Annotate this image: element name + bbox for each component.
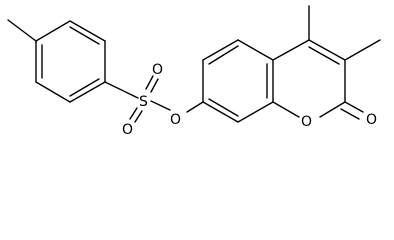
methyl-bond-tolyl — [7, 19, 37, 42]
pyranone-bond-oxygen-c8a — [272, 101, 300, 118]
tolyl-aromatic-bond-b — [69, 78, 100, 97]
sulfur-oxygen-single-bond — [150, 100, 171, 111]
sulfur-atom-label: S — [139, 94, 148, 110]
ring-oxygen-label: O — [301, 114, 312, 130]
coumarin-benzene-bond-2 — [202, 39, 239, 61]
s-o-double-bond-top-1 — [145, 75, 154, 90]
pyranone-bond-c4-c3 — [308, 39, 346, 61]
ester-oxygen-coumarin-bond — [186, 101, 204, 113]
chemical-structure: S O O O O O — [7, 5, 381, 138]
coumarin-aromatic-bond-a — [208, 45, 239, 65]
coumarin-aromatic-bond-c — [208, 98, 239, 117]
carbonyl-double-bond-2 — [340, 108, 360, 120]
carbonyl-oxygen-label: O — [366, 112, 377, 128]
aryl-sulfur-bond — [104, 81, 139, 99]
ester-oxygen-label: O — [170, 112, 181, 128]
s-o-double-bond-top-2 — [150, 78, 159, 93]
pyranone-double-bond-c4-c3 — [308, 46, 340, 65]
coumarin-benzene-bond-6 — [202, 101, 239, 123]
tolyl-ring-bond-5 — [69, 20, 106, 42]
tolyl-aromatic-bond-c — [69, 26, 100, 45]
carbonyl-double-bond-1 — [344, 101, 364, 113]
tolyl-ring-bond-3 — [69, 81, 106, 103]
methyl-bond-c3 — [344, 39, 381, 61]
sulfonyl-oxygen-bottom-label: O — [122, 122, 133, 138]
coumarin-benzene-bond-3 — [237, 39, 274, 61]
sulfonyl-oxygen-top-label: O — [152, 62, 163, 78]
coumarin-benzene-bond-5 — [237, 101, 274, 123]
s-o-double-bond-bottom-2 — [134, 110, 143, 123]
s-o-double-bond-bottom-1 — [129, 107, 138, 120]
pyranone-bond-c4a-c4 — [272, 39, 310, 61]
pyranone-bond-c2-oxygen — [319, 101, 346, 118]
tolyl-ring-bond-2 — [35, 81, 71, 103]
tolyl-ring-bond-6 — [35, 20, 71, 42]
